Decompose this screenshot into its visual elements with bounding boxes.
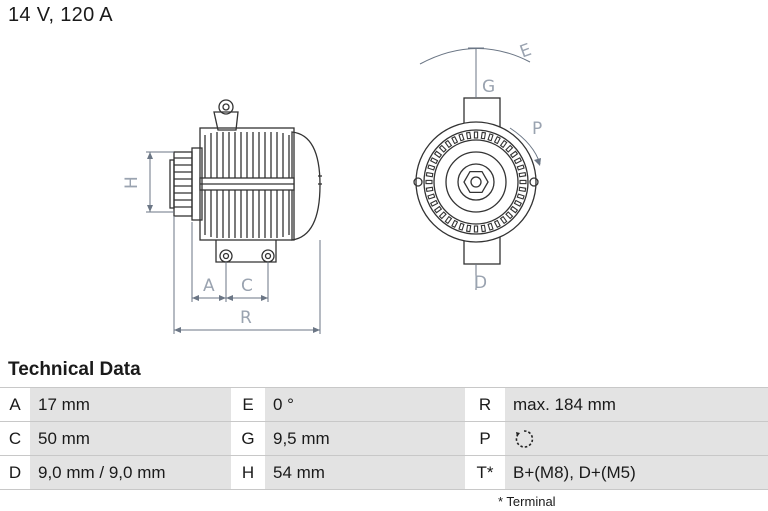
vent-slot — [458, 133, 465, 142]
vent-slot — [444, 139, 453, 149]
label-A: A — [203, 276, 215, 296]
label-P: P — [532, 119, 542, 139]
vent-slot — [433, 205, 443, 214]
technical-data-title: Technical Data — [8, 359, 141, 380]
vent-slot — [480, 131, 487, 140]
label-C: C — [241, 276, 253, 296]
vent-slot — [427, 164, 436, 171]
table-row: D 9,0 mm / 9,0 mm H 54 mm T* B+(M8), D+(… — [0, 455, 768, 490]
alternator-side-view — [169, 99, 322, 263]
spec-key: G — [231, 421, 265, 456]
vent-slot — [519, 179, 527, 185]
vent-slot — [480, 224, 487, 233]
rotation-direction-icon — [515, 429, 534, 448]
vent-slot — [499, 139, 508, 149]
ventilation-slots — [425, 131, 527, 233]
vent-slot — [433, 150, 443, 159]
vent-slot — [438, 211, 447, 220]
vent-slot — [487, 133, 494, 142]
vent-slot — [473, 131, 479, 139]
vent-slot — [509, 205, 519, 214]
spec-value: 54 mm — [265, 455, 465, 490]
vent-slot — [505, 211, 514, 220]
spec-value-rotation — [505, 421, 768, 456]
vent-slot — [487, 222, 494, 231]
spec-key: D — [0, 455, 30, 490]
vent-slot — [493, 219, 501, 229]
vent-slot — [458, 222, 465, 231]
vent-slot — [499, 215, 508, 225]
spec-value: 9,5 mm — [265, 421, 465, 456]
vent-slot — [451, 135, 459, 145]
spec-value: B+(M8), D+(M5) — [505, 455, 768, 490]
spec-key: H — [231, 455, 265, 490]
spec-key: A — [0, 387, 30, 422]
table-row: A 17 mm E 0 ° R max. 184 mm — [0, 387, 768, 422]
vent-slot — [465, 131, 472, 140]
spec-key: R — [465, 387, 505, 422]
vent-slot — [427, 193, 436, 200]
spec-value: 50 mm — [30, 421, 231, 456]
spec-key: E — [231, 387, 265, 422]
alternator-drawing: H A C R E G P D — [122, 40, 542, 334]
terminal-footnote: * Terminal — [498, 494, 556, 509]
vent-slot — [516, 193, 525, 200]
vent-slot — [429, 157, 439, 165]
vent-slot — [473, 225, 479, 233]
vent-slot — [513, 199, 523, 207]
technical-data-table: A 17 mm E 0 ° R max. 184 mm C 50 mm G 9,… — [0, 387, 768, 490]
vent-slot — [444, 215, 453, 225]
vent-slot — [518, 186, 527, 193]
vent-slot — [429, 199, 439, 207]
label-H: H — [122, 176, 142, 189]
spec-value: max. 184 mm — [505, 387, 768, 422]
label-R: R — [240, 308, 252, 328]
spec-key: P — [465, 421, 505, 456]
spec-value: 9,0 mm / 9,0 mm — [30, 455, 231, 490]
label-G: G — [482, 77, 495, 97]
vent-slot — [451, 219, 459, 229]
spec-value: 0 ° — [265, 387, 465, 422]
vent-slot — [513, 157, 523, 165]
vent-slot — [505, 144, 514, 153]
spec-key: C — [0, 421, 30, 456]
vent-slot — [465, 224, 472, 233]
label-D: D — [474, 273, 487, 293]
vent-slot — [509, 150, 519, 159]
vent-slot — [518, 171, 527, 178]
vent-slot — [425, 186, 434, 193]
alternator-front-view — [413, 97, 539, 265]
spec-key: T* — [465, 455, 505, 490]
vent-slot — [425, 179, 433, 185]
table-row: C 50 mm G 9,5 mm P — [0, 421, 768, 456]
vent-slot — [438, 144, 447, 153]
vent-slot — [493, 135, 501, 145]
spec-value: 17 mm — [30, 387, 231, 422]
vent-slot — [516, 164, 525, 171]
product-title: 14 V, 120 A — [8, 4, 113, 26]
label-E: E — [517, 40, 534, 62]
vent-slot — [425, 171, 434, 178]
